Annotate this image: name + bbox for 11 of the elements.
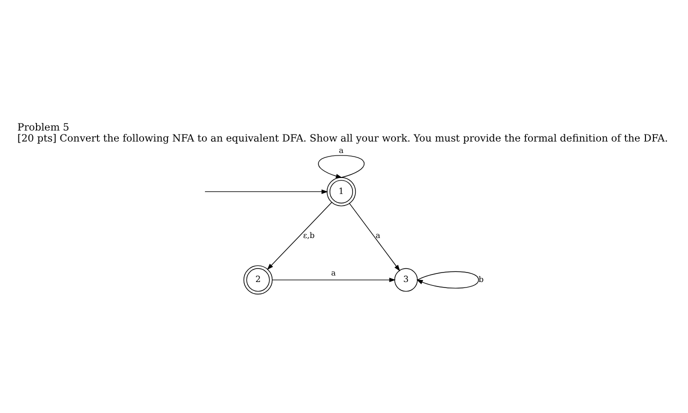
arrow [349,202,400,271]
diagram-title: Problem 5 [17,122,70,134]
arrow [267,202,332,270]
arrow [416,270,479,288]
arrow [204,188,328,194]
caption: [20 pts] Convert the following NFA to an equivalent DFA. Show all your work. You must provide the formal definition of the DFA. [17,132,668,144]
arrow [318,154,365,178]
arrow [272,277,396,282]
node-circle: 3 [394,268,418,292]
node-circle: 2 [243,264,273,294]
node-circle: 1 [326,176,356,206]
